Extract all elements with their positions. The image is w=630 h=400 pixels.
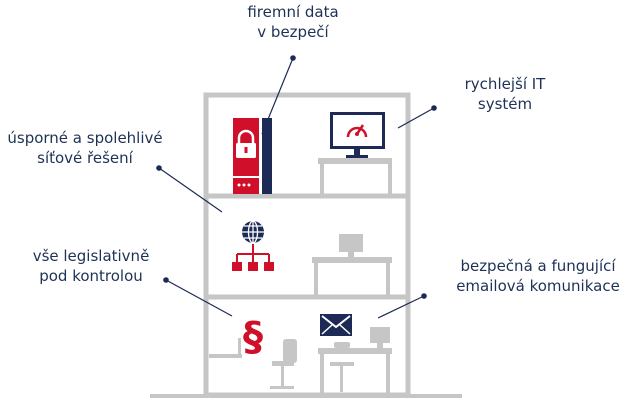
- dot-legal: [163, 277, 169, 283]
- server-lock-icon: [233, 118, 272, 194]
- leader-network: [158, 167, 223, 213]
- label-faster-it: rychlejší IT systém: [464, 75, 546, 113]
- globe-network-icon: [232, 220, 274, 271]
- desk-floor2: [312, 234, 392, 295]
- desk-floor3: [318, 158, 392, 194]
- speedometer-monitor-icon: [330, 112, 385, 158]
- envelope-icon: [320, 314, 352, 336]
- dot-faster-it: [431, 105, 437, 111]
- label-data-safe: firemní data v bezpečí: [247, 3, 339, 41]
- leader-email: [377, 295, 425, 319]
- desk-floor1: [318, 327, 392, 394]
- callout-lines: [158, 57, 435, 319]
- dot-data-safe: [290, 55, 296, 61]
- leader-data-safe: [261, 57, 294, 135]
- dot-network: [156, 165, 162, 171]
- dot-email: [421, 293, 427, 299]
- leader-faster-it: [397, 107, 435, 129]
- side-table-floor1: [209, 338, 242, 358]
- label-email: bezpečná a fungující emailová komunikace: [456, 257, 620, 295]
- leader-legal: [165, 279, 233, 317]
- paragraph-icon: §: [243, 314, 263, 360]
- label-legal: vše legislativně pod kontrolou: [32, 247, 150, 285]
- callout-dots: [156, 55, 437, 299]
- chair-floor1: [270, 339, 297, 389]
- label-network: úsporné a spolehlivé síťové řešení: [7, 129, 163, 167]
